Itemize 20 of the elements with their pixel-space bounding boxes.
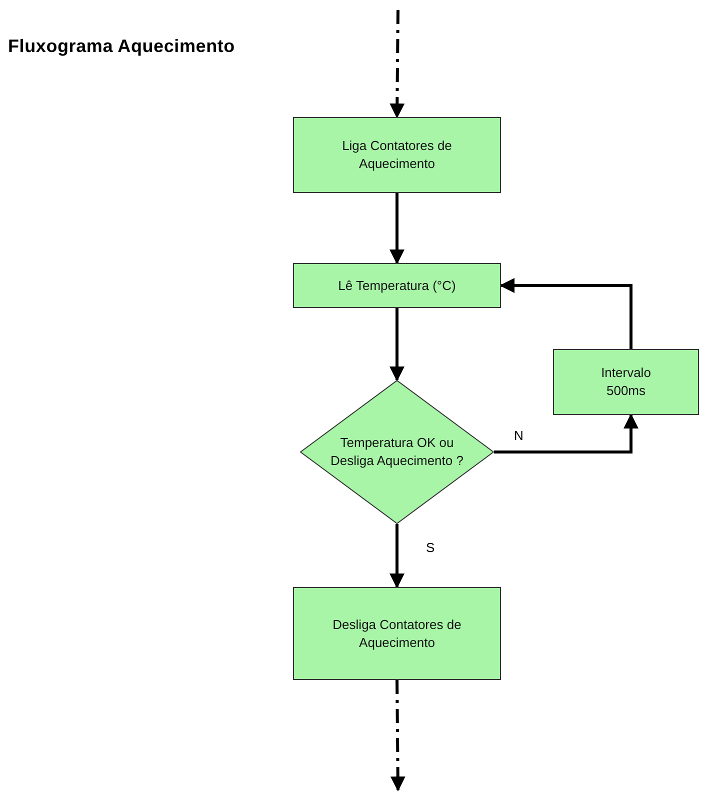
arrow	[390, 193, 404, 264]
node-text: Desliga Contatores de Aquecimento	[332, 616, 462, 652]
node-text: Temperatura OK ou Desliga Aquecimento ?	[330, 434, 464, 470]
process-box	[553, 349, 699, 415]
dash-dot-arrow	[390, 10, 405, 118]
process-box	[293, 117, 501, 193]
process-box	[293, 263, 501, 308]
arrow	[494, 414, 638, 454]
node-text: Lê Temperatura (°C)	[338, 276, 456, 294]
node-text: Liga Contatores de Aquecimento	[341, 137, 453, 173]
dash-dot-arrow	[390, 680, 406, 792]
edge-label: S	[424, 540, 437, 555]
diagram-title: Fluxograma Aquecimento	[8, 36, 235, 57]
process-box	[293, 587, 501, 680]
arrow	[390, 308, 404, 382]
decision-diamond	[300, 380, 494, 524]
arrow	[500, 278, 632, 349]
node-text: Intervalo 500ms	[600, 364, 652, 400]
edge-label: N	[512, 428, 526, 443]
arrow	[390, 524, 404, 588]
